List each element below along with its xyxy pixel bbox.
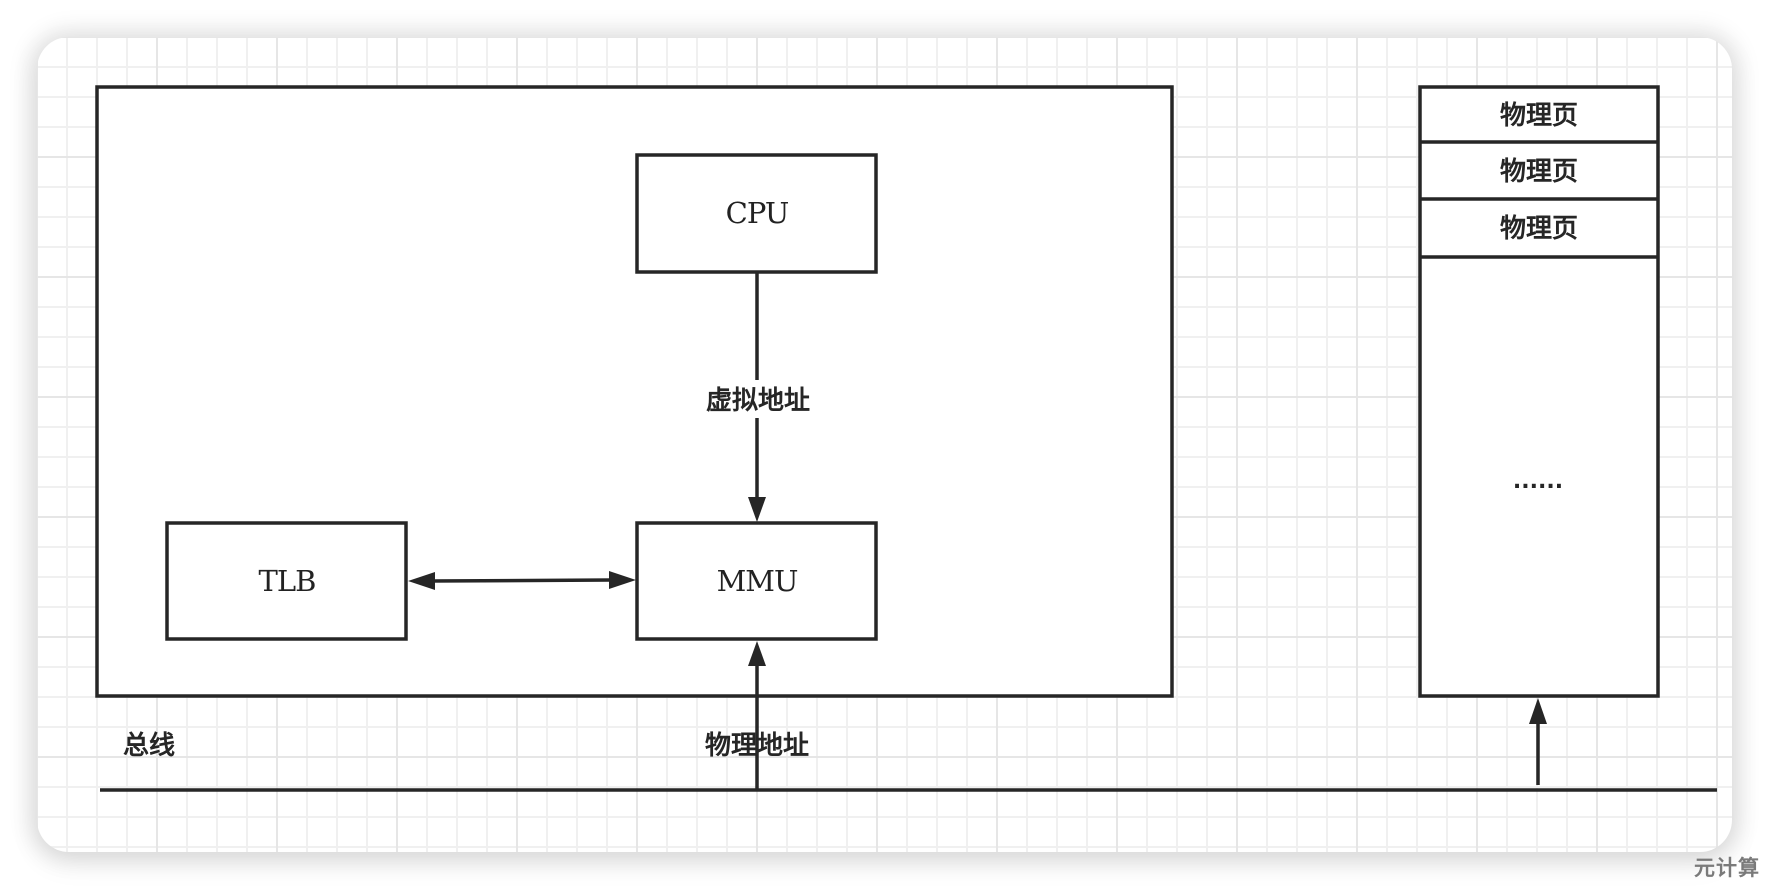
arrowhead-left-icon [408, 572, 435, 590]
arrowhead-right-icon [609, 571, 636, 589]
bus[interactable]: 总线 [100, 731, 1717, 792]
cpu-label: CPU [726, 196, 789, 230]
mmu-node[interactable]: MMU [635, 521, 878, 641]
edge-cpu-to-mmu[interactable]: 虚拟地址 [706, 272, 810, 522]
physical-page-1[interactable]: 物理页 [1500, 101, 1578, 131]
edge-tlb-mmu-line[interactable] [429, 578, 613, 583]
tlb-label: TLB [259, 564, 316, 598]
tlb-node[interactable]: TLB [165, 521, 408, 641]
physical-address-label: 物理地址 [705, 731, 809, 761]
physical-page-label: 物理页 [1500, 101, 1578, 131]
watermark-text: 元计算 [1694, 856, 1760, 880]
cpu-node[interactable]: CPU [635, 153, 878, 274]
mmu-label: MMU [717, 564, 798, 598]
edge-bus-to-mmu[interactable]: 物理地址 [705, 641, 809, 790]
arrowhead-down-icon [748, 497, 766, 522]
arrowhead-up-icon [748, 641, 766, 666]
cpu-box[interactable] [635, 153, 878, 274]
edge-tlb-mmu[interactable] [408, 571, 636, 590]
virtual-address-label: 虚拟地址 [706, 386, 810, 416]
physical-page-2[interactable]: 物理页 [1500, 157, 1578, 187]
physical-memory[interactable]: 物理页 物理页 物理页 ...... [1418, 85, 1660, 698]
memory-column[interactable] [1418, 85, 1660, 698]
physical-page-label: 物理页 [1500, 214, 1578, 244]
tlb-box[interactable] [165, 521, 408, 641]
more-pages-ellipsis: ...... [1513, 469, 1563, 494]
bus-label: 总线 [123, 731, 175, 761]
arrowhead-up-icon [1529, 698, 1547, 724]
edge-bus-to-memory[interactable] [1529, 698, 1547, 785]
physical-page-label: 物理页 [1500, 157, 1578, 187]
mmu-box[interactable] [635, 521, 878, 641]
physical-page-3[interactable]: 物理页 [1500, 214, 1578, 244]
